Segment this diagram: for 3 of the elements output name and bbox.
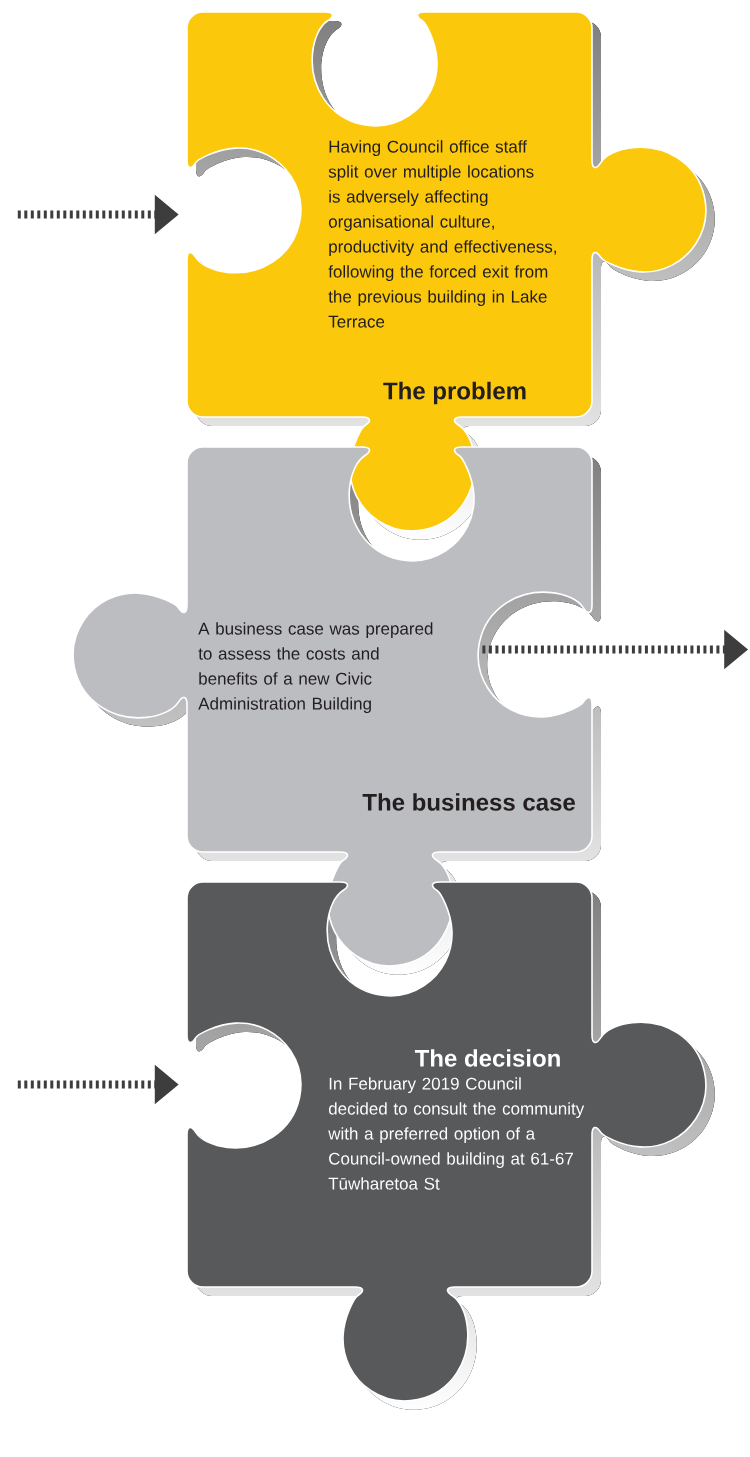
puzzle-piece: Having Council office staff split over multiple locations is adversely affecting organisational culture, productivity and effectiveness, following the forced exit from the previous building in Lake Terrace The problem xyxy=(186,11,707,532)
puzzle-piece: The decision In February 2019 Council decided to consult the community with a preferred option of a Council-owned building at 61-67 Tūwharetoa St xyxy=(186,881,707,1402)
puzzle-piece: A business case was prepared to assess the costs and benefits of a new Civic Administration Building The business case xyxy=(72,446,593,967)
